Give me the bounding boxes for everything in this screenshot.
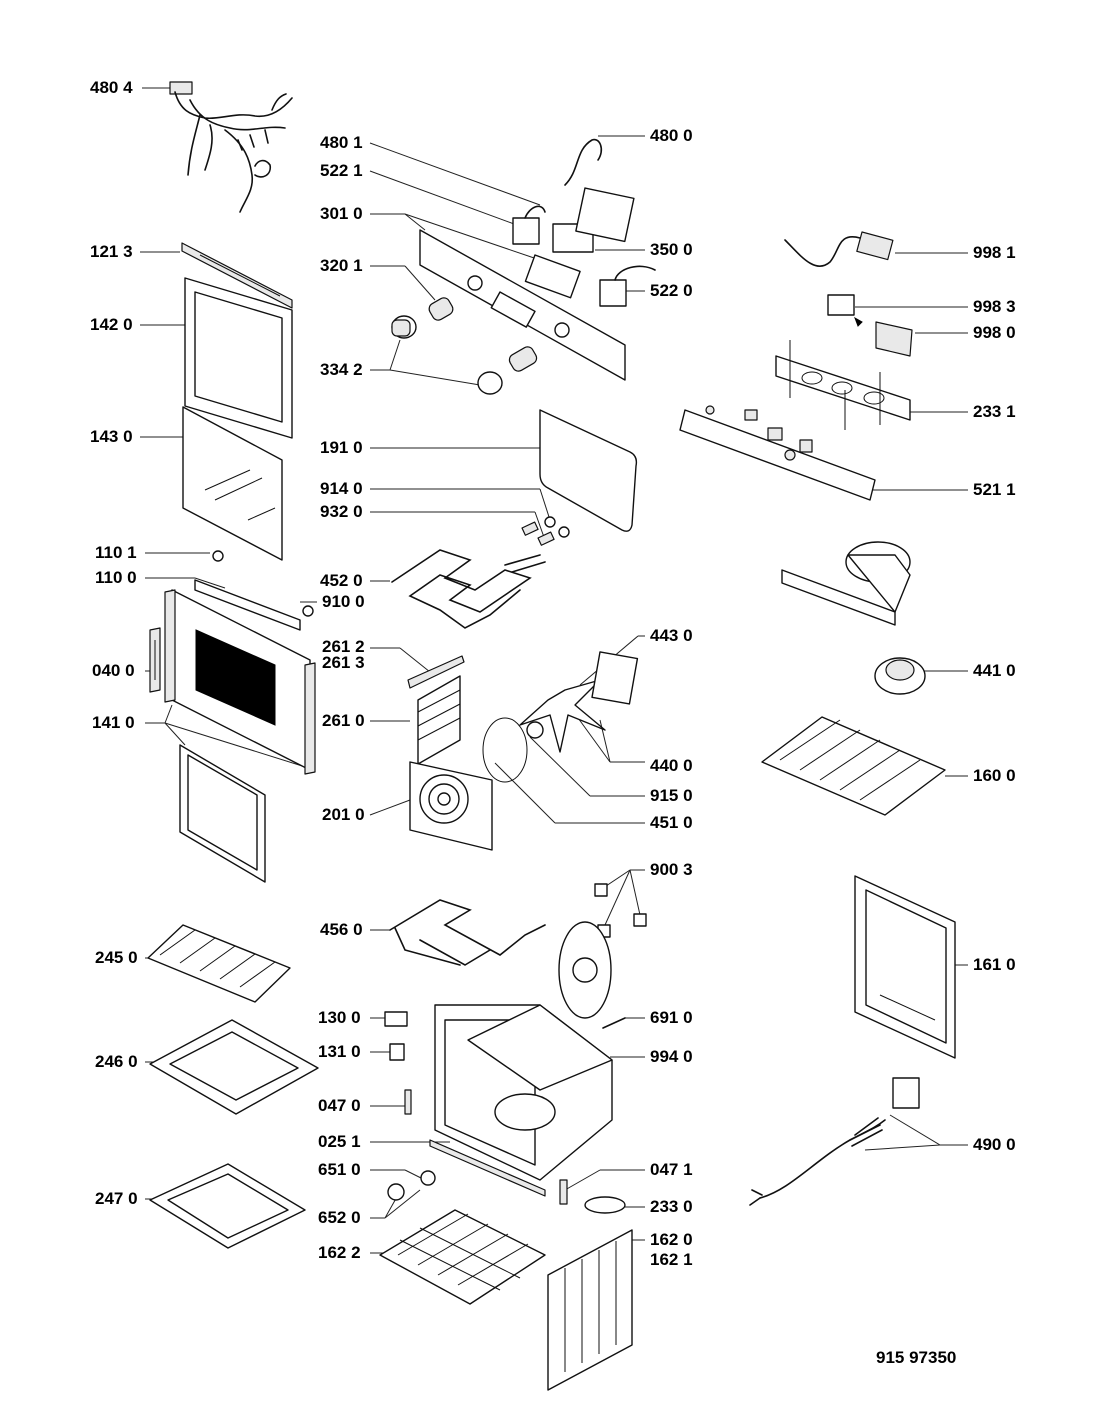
outer-door-part	[164, 589, 316, 883]
module-998-parts	[827, 294, 913, 357]
label-142-0: 142 0	[90, 315, 133, 334]
label-047-1: 047 1	[650, 1160, 693, 1179]
label-994-0: 994 0	[650, 1047, 693, 1066]
door-small-parts	[194, 550, 314, 631]
label-440-0: 440 0	[650, 756, 693, 775]
label-691-0: 691 0	[650, 1008, 693, 1027]
label-900-3: 900 3	[650, 860, 693, 879]
label-914-0: 914 0	[320, 479, 363, 498]
cable-998-part	[784, 231, 894, 267]
diagram-reference-code: 915 97350	[876, 1348, 957, 1367]
label-456-0: 456 0	[320, 920, 363, 939]
fan-assembly-part	[482, 651, 639, 783]
label-047-0: 047 0	[318, 1096, 361, 1115]
label-161-0: 161 0	[973, 955, 1016, 974]
label-233-0: 233 0	[650, 1197, 693, 1216]
label-025-1: 025 1	[318, 1132, 361, 1151]
label-121-3: 121 3	[90, 242, 133, 261]
label-245-0: 245 0	[95, 948, 138, 967]
control-panel-part	[419, 229, 626, 381]
label-143-0: 143 0	[90, 427, 133, 446]
label-301-0: 301 0	[320, 204, 363, 223]
rear-panel-part	[854, 875, 956, 1059]
clips-and-fan-plate-part	[558, 883, 647, 1029]
label-350-0: 350 0	[650, 240, 693, 259]
label-452-0: 452 0	[320, 571, 363, 590]
lamp-and-sensor-parts	[384, 1011, 412, 1115]
label-490-0: 490 0	[973, 1135, 1016, 1154]
element-fixings-part	[521, 516, 570, 546]
label-162-1: 162 1	[650, 1250, 693, 1269]
label-201-0: 201 0	[322, 805, 365, 824]
top-heating-element-part	[391, 549, 546, 629]
bottom-heating-element-part	[389, 899, 546, 966]
label-261-0: 261 0	[322, 711, 365, 730]
label-443-0: 443 0	[650, 626, 693, 645]
label-040-0: 040 0	[92, 661, 135, 680]
door-hinge-part	[149, 627, 161, 693]
label-110-0: 110 0	[95, 568, 137, 587]
label-191-0: 191 0	[320, 438, 363, 457]
label-160-0: 160 0	[973, 766, 1016, 785]
label-441-0: 441 0	[973, 661, 1016, 680]
label-451-0: 451 0	[650, 813, 693, 832]
mains-cable-part	[749, 1077, 920, 1206]
label-110-1: 110 1	[95, 543, 137, 562]
oven-cavity-part	[434, 1004, 613, 1181]
cavity-small-parts	[387, 1139, 626, 1214]
label-130-0: 130 0	[318, 1008, 361, 1027]
label-480-1: 480 1	[320, 133, 363, 152]
cooling-fan-part	[874, 657, 926, 695]
module-bracket-part	[775, 340, 911, 430]
side-runner-part	[547, 1229, 633, 1391]
label-651-0: 651 0	[318, 1160, 361, 1179]
shelf-runners-part	[407, 655, 465, 765]
glass-panel-part	[182, 406, 283, 561]
label-261-3: 261 3	[322, 653, 365, 672]
label-480-0: 480 0	[650, 126, 693, 145]
wire-shelf-part	[761, 716, 946, 816]
wiring-harness-top-left	[169, 81, 293, 213]
inner-glass-frame-part	[184, 277, 293, 439]
label-521-1: 521 1	[973, 480, 1016, 499]
control-knobs-part	[391, 297, 538, 395]
label-334-2: 334 2	[320, 360, 363, 379]
label-162-2: 162 2	[318, 1243, 361, 1262]
door-top-trim-part	[181, 242, 293, 309]
label-162-0: 162 0	[650, 1230, 693, 1249]
label-233-1: 233 1	[973, 402, 1016, 421]
label-480-4: 480 4	[90, 78, 133, 97]
label-141-0: 141 0	[92, 713, 135, 732]
baking-tray-deep-part	[149, 1019, 319, 1115]
label-915-0: 915 0	[650, 786, 693, 805]
circuit-board-part	[679, 405, 876, 501]
label-522-0: 522 0	[650, 281, 693, 300]
fan-cover-part	[409, 761, 493, 851]
switches-and-timer-part	[512, 138, 656, 307]
label-247-0: 247 0	[95, 1189, 138, 1208]
label-998-1: 998 1	[973, 243, 1016, 262]
baking-tray-shallow-part	[149, 1163, 306, 1249]
label-932-0: 932 0	[320, 502, 363, 521]
oven-shelf-part	[379, 1209, 546, 1305]
cooling-duct-part	[781, 541, 911, 626]
label-131-0: 131 0	[318, 1042, 361, 1061]
grill-rack-part	[147, 924, 291, 1003]
label-246-0: 246 0	[95, 1052, 138, 1071]
leader-lines	[140, 87, 968, 1254]
label-998-3: 998 3	[973, 297, 1016, 316]
label-998-0: 998 0	[973, 323, 1016, 342]
label-522-1: 522 1	[320, 161, 363, 180]
label-910-0: 910 0	[322, 592, 365, 611]
label-320-1: 320 1	[320, 256, 363, 275]
label-652-0: 652 0	[318, 1208, 361, 1227]
label-261-2: 261 2	[322, 637, 365, 656]
oven-gasket-part	[539, 409, 638, 532]
